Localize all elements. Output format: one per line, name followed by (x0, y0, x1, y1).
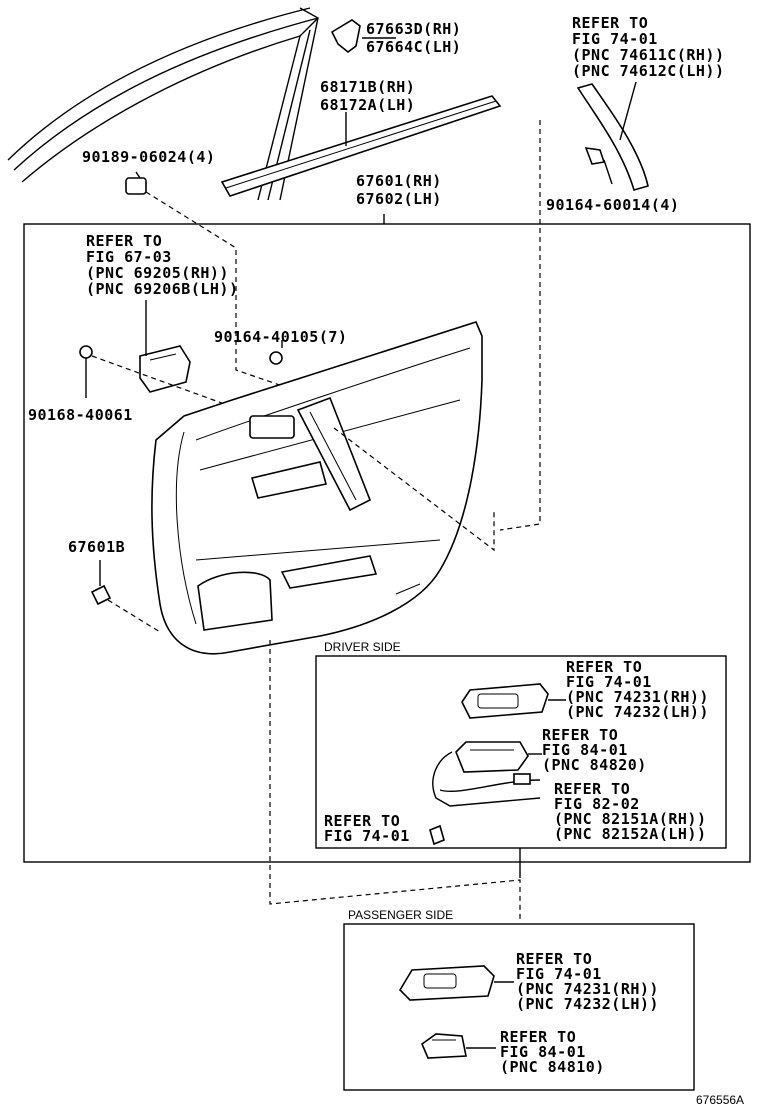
door-trim-assembly-frame (23, 223, 751, 863)
part-69205-inside-handle (139, 300, 191, 393)
label-line: (PNC 84810) (500, 1058, 605, 1076)
part-number-labels: 67663D(RH)67664C(LH) 68171B(RH)68172A(LH)… (28, 14, 725, 1076)
driver-side-box (315, 655, 727, 849)
part-84810-passenger-switch (421, 1033, 496, 1059)
label-line: 68171B(RH) (320, 78, 415, 96)
label-line: REFER TO (554, 780, 630, 798)
label-line: (PNC 74611C(RH)) (572, 46, 725, 64)
leader-switch (333, 427, 495, 552)
leader-passenger-side (269, 640, 521, 922)
label-line: (PNC 74232(LH)) (566, 703, 709, 721)
leader-90189 (145, 191, 301, 393)
leader-90168 (91, 355, 231, 407)
part-68171-weatherstrip (220, 95, 502, 197)
label-line: (PNC 82151A(RH)) (554, 810, 707, 828)
label-line: FIG 84-01 (542, 741, 628, 759)
label-line: FIG 84-01 (500, 1043, 586, 1061)
part-74611-pillar-garnish (576, 81, 649, 191)
label-line: REFER TO (516, 950, 592, 968)
label-p67601: 67601(RH)67602(LH) (356, 172, 442, 208)
label-line: (PNC 74232(LH)) (516, 995, 659, 1013)
label-line: (PNC 74612C(LH)) (572, 62, 725, 80)
label-line: 90164-60014(4) (546, 196, 679, 214)
label-line: 67601(RH) (356, 172, 442, 190)
label-p90164-40105: 90164-40105(7) (214, 328, 347, 346)
label-line: REFER TO (542, 726, 618, 744)
leader-90164-60014 (499, 120, 541, 531)
label-line: FIG 74-01 (324, 827, 410, 845)
label-line: REFER TO (86, 232, 162, 250)
part-90164-40105-screw (269, 340, 283, 365)
part-90168-screw (79, 345, 93, 398)
label-line: (PNC 69206B(LH)) (86, 280, 239, 298)
leader-67601B (107, 599, 161, 633)
passenger-side-box (343, 923, 695, 1091)
door-frame-molding (7, 7, 320, 201)
label-p67601B: 67601B (68, 538, 125, 556)
label-line: 67663D(RH) (366, 20, 461, 38)
part-74231-driver-switch-bezel (461, 683, 566, 719)
part-driver-bezel-screw (429, 824, 445, 846)
part-90164-60014-screw (584, 147, 613, 185)
label-line: REFER TO (566, 658, 642, 676)
label-line: 90189-06024(4) (82, 148, 215, 166)
part-67601B-clip (90, 560, 112, 606)
label-p68171: 68171B(RH)68172A(LH) (320, 78, 415, 114)
label-line: FIG 74-01 (572, 30, 658, 48)
label-line: (PNC 69205(RH)) (86, 264, 229, 282)
label-p90189: 90189-06024(4) (82, 148, 215, 166)
label-line: 67664C(LH) (366, 38, 461, 56)
label-line: (PNC 82152A(LH)) (554, 825, 707, 843)
part-67601-door-trim-board (151, 321, 483, 655)
label-line: 68172A(LH) (320, 96, 415, 114)
label-line: FIG 82-02 (554, 795, 640, 813)
label-p90164-60014: 90164-60014(4) (546, 196, 679, 214)
label-line: REFER TO (500, 1028, 576, 1046)
figure-id: 676556A (696, 1093, 744, 1107)
part-74231-passenger-switch-bezel (398, 965, 514, 1001)
passenger-side-caption: PASSENGER SIDE (348, 908, 453, 922)
label-line: 90168-40061 (28, 406, 133, 424)
label-line: FIG 74-01 (516, 965, 602, 983)
label-line: REFER TO (572, 14, 648, 32)
label-line: (PNC 74231(RH)) (516, 980, 659, 998)
label-line: FIG 74-01 (566, 673, 652, 691)
part-90189-clip (125, 171, 147, 195)
label-line: (PNC 84820) (542, 756, 647, 774)
label-p90168: 90168-40061 (28, 406, 133, 424)
label-line: 67602(LH) (356, 190, 442, 208)
label-p67663: 67663D(RH)67664C(LH) (366, 20, 461, 56)
part-84820-power-window-switch (455, 741, 542, 773)
label-line: FIG 67-03 (86, 248, 172, 266)
label-line: REFER TO (324, 812, 400, 830)
driver-side-caption: DRIVER SIDE (324, 640, 401, 654)
part-67663-clip (330, 19, 396, 54)
label-line: 90164-40105(7) (214, 328, 347, 346)
label-line: 67601B (68, 538, 125, 556)
part-82151-wire-harness (432, 751, 541, 807)
label-line: (PNC 74231(RH)) (566, 688, 709, 706)
